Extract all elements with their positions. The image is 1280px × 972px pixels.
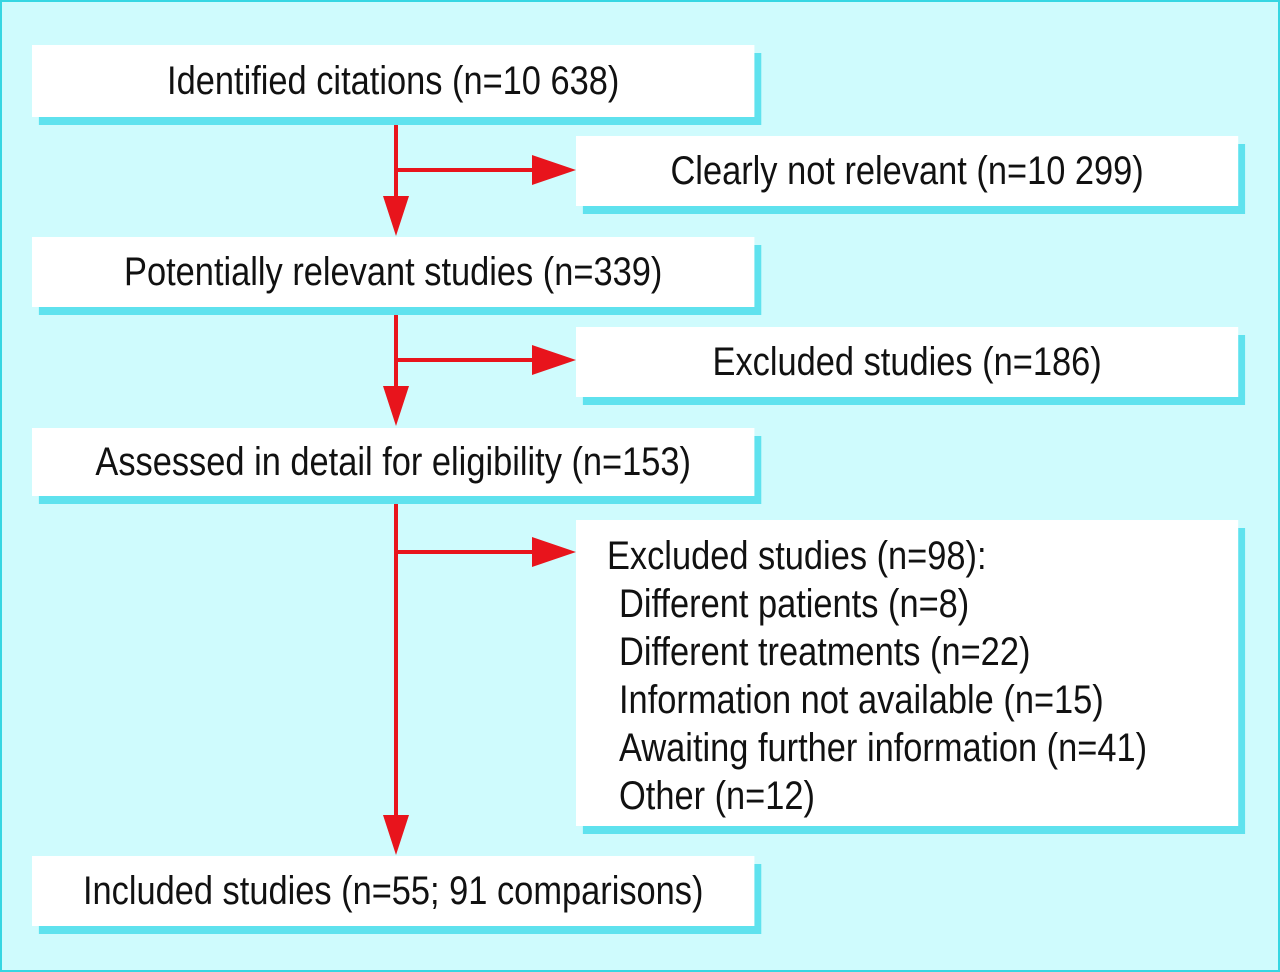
box-label: Excluded studies (n=186) [712, 340, 1102, 384]
box-label: Potentially relevant studies (n=339) [124, 250, 663, 294]
exclusion-reason: Different patients (n=8) [619, 582, 970, 626]
excluded-186-box: Excluded studies (n=186) [576, 327, 1239, 397]
excluded-heading: Excluded studies (n=98): [606, 534, 987, 578]
exclusion-reason: Awaiting further information (n=41) [619, 726, 1148, 770]
exclusion-reason: Different treatments (n=22) [619, 630, 1031, 674]
box-label: Included studies (n=55; 91 comparisons) [82, 869, 704, 913]
not-relevant-box: Clearly not relevant (n=10 299) [576, 136, 1239, 206]
box-label: Identified citations (n=10 638) [167, 59, 620, 103]
exclusion-reason: Information not available (n=15) [619, 678, 1104, 722]
potentially-relevant-box: Potentially relevant studies (n=339) [32, 237, 755, 307]
box-label: Clearly not relevant (n=10 299) [670, 149, 1144, 193]
excluded-98-box: Excluded studies (n=98): Different patie… [576, 520, 1239, 826]
exclusion-reason: Other (n=12) [619, 774, 815, 818]
assessed-box: Assessed in detail for eligibility (n=15… [32, 428, 755, 496]
included-studies-box: Included studies (n=55; 91 comparisons) [32, 856, 755, 926]
box-label: Assessed in detail for eligibility (n=15… [95, 440, 692, 484]
identified-citations-box: Identified citations (n=10 638) [32, 45, 755, 117]
